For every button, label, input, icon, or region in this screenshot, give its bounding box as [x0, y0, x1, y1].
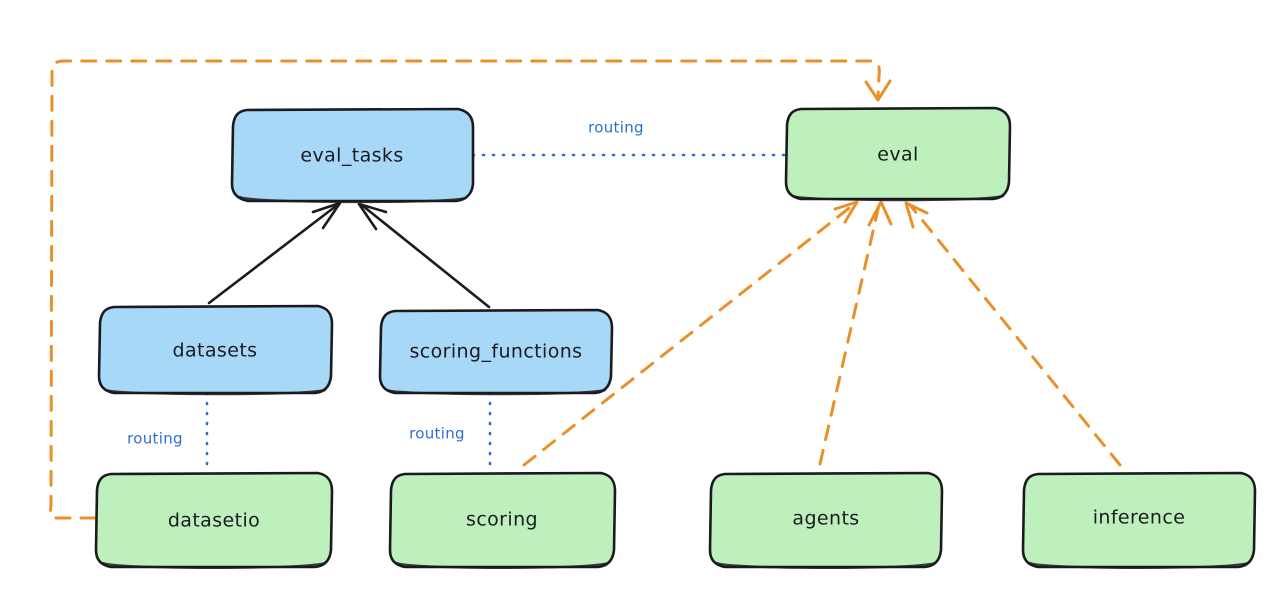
node-label-eval: eval — [877, 144, 918, 166]
edge-scoringfunctions-evaltasks — [357, 202, 491, 309]
node-inference[interactable]: inference — [1021, 471, 1257, 569]
edge-datasets-evaltasks — [207, 201, 342, 305]
node-label-scoring-functions: scoring_functions — [410, 341, 583, 363]
edge-inference-eval — [904, 201, 1122, 467]
edge-agents-eval — [818, 200, 893, 466]
node-agents[interactable]: agents — [708, 471, 944, 569]
edge-evaltasks-eval: routing — [471, 119, 788, 157]
node-scoring[interactable]: scoring — [388, 471, 617, 569]
node-label-eval-tasks: eval_tasks — [300, 145, 403, 167]
node-datasets[interactable]: datasets — [97, 304, 334, 396]
edge-label-routing-datasetio: routing — [127, 430, 183, 448]
node-label-agents: agents — [792, 508, 859, 530]
edge-label-routing-eval: routing — [588, 119, 644, 137]
node-layer: eval_tasks eval datasets scoring_functio… — [94, 106, 1257, 569]
edge-scoringfunctions-scoring: routing — [409, 391, 492, 475]
node-eval[interactable]: eval — [784, 106, 1012, 202]
edge-datasetio-eval — [48, 59, 892, 520]
edge-scoring-eval — [522, 200, 859, 467]
node-label-scoring: scoring — [466, 509, 538, 531]
node-label-datasetio: datasetio — [168, 510, 260, 532]
edge-layer: routing routing routing — [48, 59, 1122, 520]
node-datasetio[interactable]: datasetio — [94, 471, 334, 569]
node-label-datasets: datasets — [173, 340, 258, 362]
node-eval-tasks[interactable]: eval_tasks — [230, 107, 475, 204]
node-scoring-functions[interactable]: scoring_functions — [378, 308, 614, 396]
edge-label-routing-scoring: routing — [409, 425, 465, 443]
edge-datasets-datasetio: routing — [127, 391, 209, 475]
node-label-inference: inference — [1093, 507, 1186, 529]
